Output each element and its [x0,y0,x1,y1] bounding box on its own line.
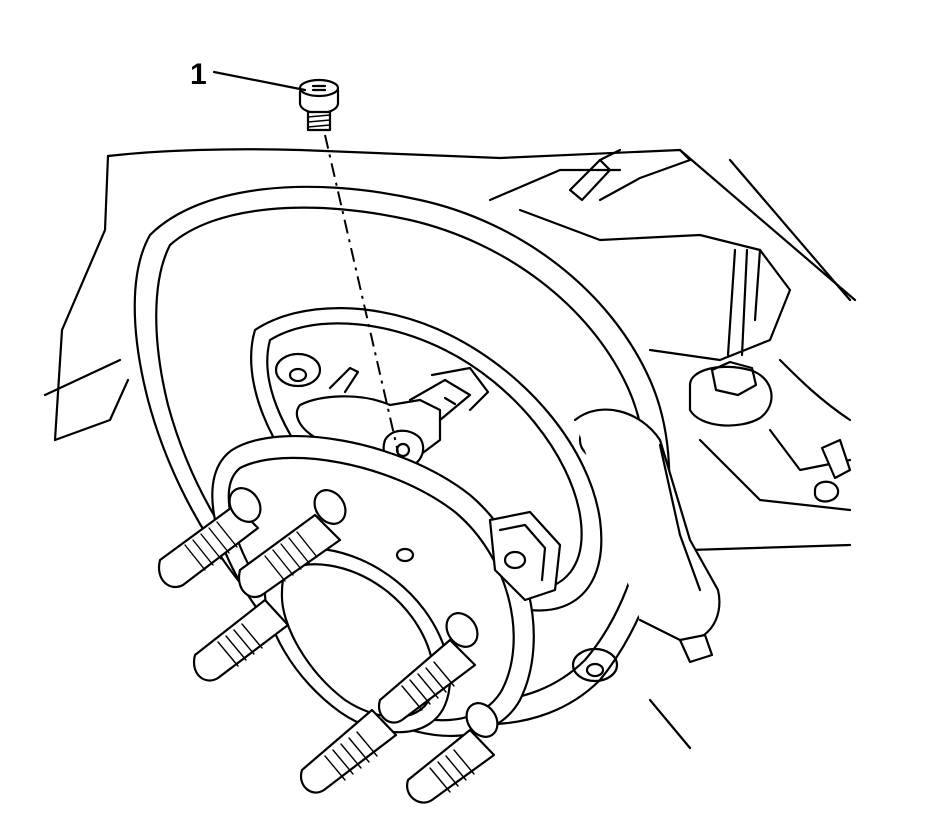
wheel-studs [157,487,499,804]
wheel-stud [299,708,398,794]
wheel-stud [157,487,262,588]
callout-leader-line [212,70,307,92]
background-suspension [43,148,857,750]
wheel-stud [192,598,290,682]
callout-number: 1 [190,58,207,91]
callout-1: 1 [190,58,307,92]
wheel-stud [237,489,347,598]
sensor-bolt [298,78,340,132]
bolt-installation-path [324,134,399,453]
wheel-stud [406,702,499,804]
wheel-stud [377,612,479,724]
